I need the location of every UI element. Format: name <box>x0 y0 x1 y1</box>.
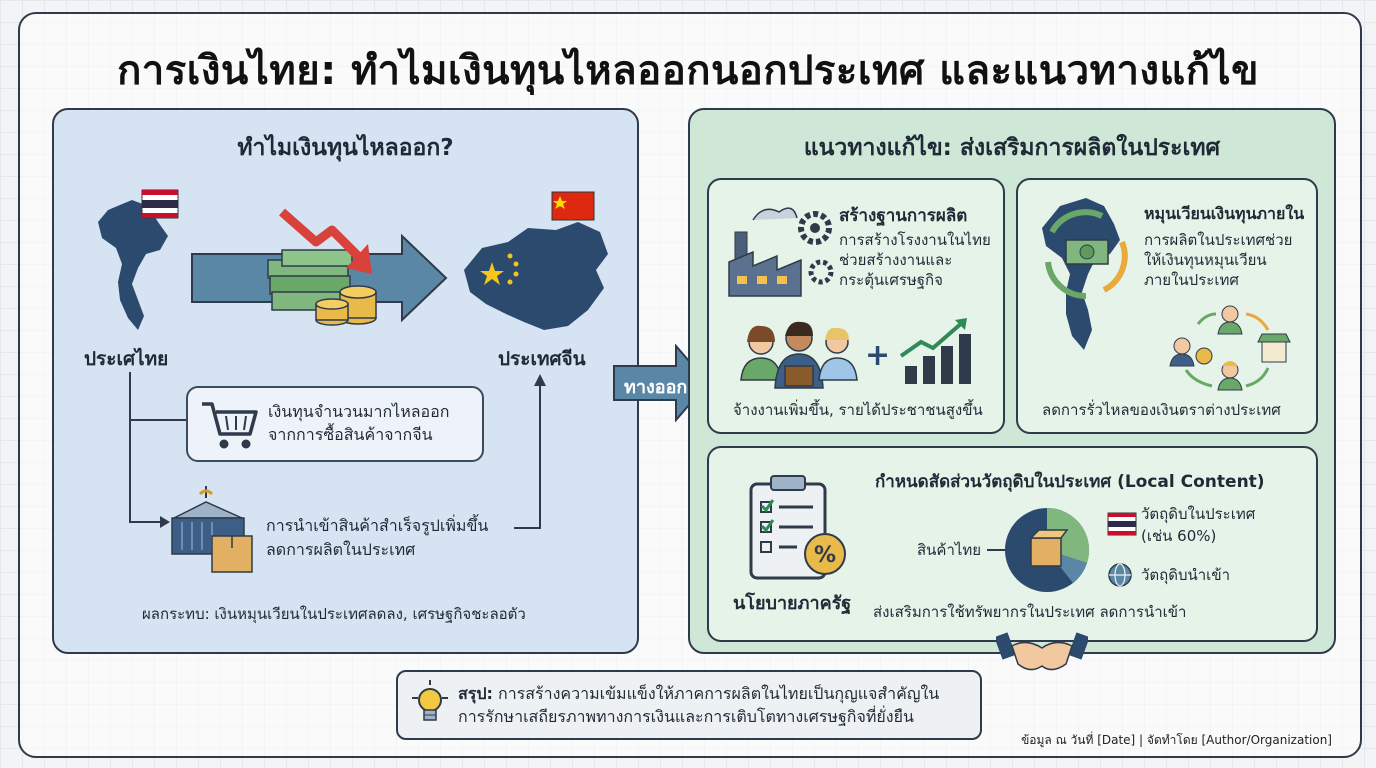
handshake-icon <box>996 632 1088 671</box>
shipping-container-icon <box>171 486 253 573</box>
card1-line3: กระตุ้นเศรษฐกิจ <box>839 271 943 289</box>
shopping-cart-icon <box>202 402 258 449</box>
thai-product-label: สินค้าไทย <box>917 541 982 559</box>
svg-text:%: % <box>814 543 836 568</box>
thailand-cycle-icon <box>1042 198 1128 350</box>
local-content-pie-chart <box>987 507 1090 592</box>
card3-caption: ส่งเสริมการใช้ทรัพยากรในประเทศ ลดการนำเข… <box>873 603 1187 621</box>
policy-clipboard-icon: % <box>749 475 846 580</box>
summary-label: สรุป: <box>458 684 493 703</box>
imported-material-label: วัตถุดิบนำเข้า <box>1141 566 1230 584</box>
card2-line3: ภายในประเทศ <box>1144 271 1239 289</box>
card2-line2: ให้เงินทุนหมุนเวียน <box>1144 251 1267 269</box>
card3-title: กำหนดสัดส่วนวัตถุดิบในประเทศ (Local Cont… <box>875 472 1265 492</box>
plus-icon: + <box>865 338 891 373</box>
growth-chart-icon <box>899 318 971 384</box>
card1-title: สร้างฐานการผลิต <box>839 206 968 226</box>
thailand-label: ประเศไทย <box>84 348 169 370</box>
globe-icon <box>1108 563 1132 587</box>
exit-label: ทางออก <box>624 377 688 398</box>
circulation-people-icon <box>1169 305 1291 391</box>
thai-flag-icon <box>141 189 179 219</box>
summary-line1: การสร้างความเข้มแข็งให้ภาคการผลิตในไทยเป… <box>492 684 940 703</box>
domestic-material-label: วัตถุดิบในประเทศ <box>1141 505 1256 523</box>
footer-credit: ข้อมูล ณ วันที่ [Date] | จัดทำโดย [Autho… <box>1021 733 1332 747</box>
impact-text: ผลกระทบ: เงินหมุนเวียนในประเทศลดลง, เศรษ… <box>142 605 526 623</box>
flow-connectors <box>129 372 546 529</box>
china-map-icon <box>464 222 608 330</box>
right-panel-title: แนวทางแก้ไข: ส่งเสริมการผลิตในประเทศ <box>803 135 1221 161</box>
money-stack-icon <box>267 249 377 326</box>
card2-caption: ลดการรั่วไหลของเงินตราต่างประเทศ <box>1042 401 1281 419</box>
card-internal-circulation: หมุนเวียนเงินทุนภายใน การผลิตในประเทศช่ว… <box>1016 178 1318 434</box>
card2-title: หมุนเวียนเงินทุนภายใน <box>1144 204 1305 223</box>
lightbulb-icon <box>412 680 448 721</box>
factory-icon <box>728 207 834 297</box>
card1-line1: การสร้างโรงงานในไทย <box>839 231 991 249</box>
summary-text: สรุป: การสร้างความเข้มแข็งให้ภาคการผลิตใ… <box>458 682 939 728</box>
box1-line1: เงินทุนจำนวนมากไหลออก <box>268 402 450 421</box>
card-local-content: % นโยบายภาครัฐ กำหนดสัดส่วนวัตถุดิบในประ… <box>707 446 1318 642</box>
main-title: การเงินไทย: ทำไมเงินทุนไหลออกนอกประเทศ แ… <box>117 48 1259 94</box>
card-production-base: สร้างฐานการผลิต การสร้างโรงงานในไทย ช่วย… <box>707 178 1005 434</box>
box2-line1: การนำเข้าสินค้าสำเร็จรูปเพิ่มขึ้น <box>266 516 489 535</box>
summary-box: สรุป: การสร้างความเข้มแข็งให้ภาคการผลิตใ… <box>396 670 982 740</box>
card1-caption: จ้างงานเพิ่มขึ้น, รายได้ประชาชนสูงขึ้น <box>733 401 983 419</box>
policy-label: นโยบายภาครัฐ <box>733 593 852 614</box>
decline-arrow-icon <box>279 208 372 274</box>
cart-reason-box: เงินทุนจำนวนมากไหลออก จากการซื้อสินค้าจา… <box>186 386 484 462</box>
workers-icon <box>740 321 858 389</box>
thai-flag-small-icon <box>1107 512 1137 536</box>
thailand-map-icon <box>98 200 168 330</box>
box1-line2: จากการซื้อสินค้าจากจีน <box>268 425 433 444</box>
left-panel-title: ทำไมเงินทุนไหลออก? <box>237 135 454 161</box>
domestic-share-label: (เช่น 60%) <box>1141 527 1217 545</box>
box2-line2: ลดการผลิตในประเทศ <box>266 540 416 559</box>
china-label: ประเทศจีน <box>498 348 586 370</box>
card1-line2: ช่วยสร้างงานและ <box>839 251 953 269</box>
summary-line2: การรักษาเสถียรภาพทางการเงินและการเติบโตท… <box>458 707 914 726</box>
card2-line1: การผลิตในประเทศช่วย <box>1144 231 1293 249</box>
china-flag-icon <box>551 191 595 221</box>
